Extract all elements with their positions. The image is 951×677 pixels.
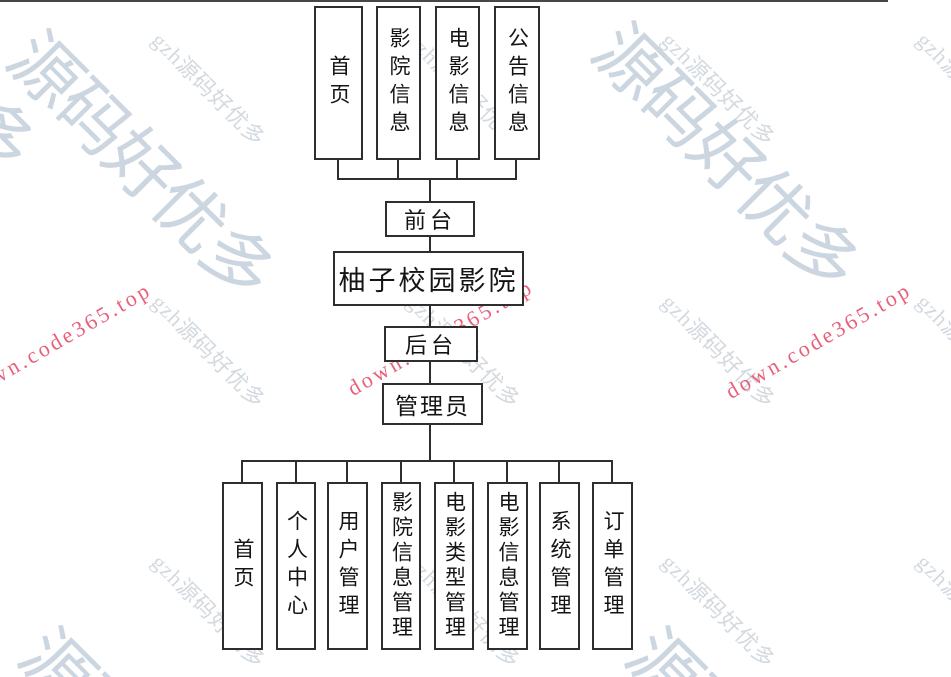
node-admin-order-mgmt: 订单管理 [592, 482, 633, 650]
connector-line [337, 178, 517, 180]
watermark-small: gzh源码好优多 [911, 27, 951, 152]
connector-line [241, 460, 243, 482]
node-front-movie-info: 电影信息 [435, 6, 480, 160]
connector-line [241, 460, 613, 462]
connector-line [506, 460, 508, 482]
connector-line [453, 460, 455, 482]
watermark-small: gzh源码好优多 [656, 549, 781, 674]
watermark-small: gzh源码好优多 [146, 27, 271, 152]
watermark-url: down.code365.top [721, 276, 916, 404]
node-admin-cinema-info-mgmt: 影院信息管理 [381, 482, 421, 650]
connector-line [397, 160, 399, 180]
connector-line [429, 180, 431, 201]
node-front-cinema-info: 影院信息 [376, 6, 421, 160]
node-backend: 后台 [384, 326, 478, 362]
connector-line [558, 460, 560, 482]
connector-line [429, 237, 431, 251]
node-admin-home: 首页 [222, 482, 263, 650]
watermark-large: 源码好优多 [608, 603, 920, 677]
watermark-large: 源码好优多 [577, 11, 872, 307]
connector-line [295, 460, 297, 482]
connector-line [611, 460, 613, 482]
node-admin-user-mgmt: 用户管理 [327, 482, 368, 650]
connector-line [337, 160, 339, 180]
connector-line [515, 160, 517, 180]
watermark-large: 源码好优多 [0, 19, 287, 315]
node-front-home: 首页 [314, 6, 363, 160]
watermark-small: gzh源码好优多 [911, 549, 951, 674]
connector-line [429, 306, 431, 326]
node-admin-movie-type-mgmt: 电影类型管理 [434, 482, 474, 650]
watermark-small: gzh源码好优多 [656, 289, 781, 414]
node-system-root: 柚子校园影院 [333, 251, 524, 306]
watermark-small: gzh源码好优多 [911, 289, 951, 414]
node-admin-personal-center: 个人中心 [276, 482, 316, 650]
connector-line [429, 362, 431, 383]
node-front-notice-info: 公告信息 [494, 6, 540, 160]
node-administrator: 管理员 [382, 383, 483, 425]
connector-line [400, 460, 402, 482]
watermark-small: gzh源码好优多 [146, 289, 271, 414]
node-frontend: 前台 [385, 201, 475, 237]
watermark-small: gzh源码好优多 [656, 27, 781, 152]
connector-line [346, 460, 348, 482]
connector-line [456, 160, 458, 180]
connector-line [429, 425, 431, 461]
node-admin-system-mgmt: 系统管理 [539, 482, 580, 650]
top-border-line [0, 0, 888, 2]
node-admin-movie-info-mgmt: 电影信息管理 [487, 482, 528, 650]
watermark-url: down.code365.top [0, 276, 156, 404]
watermark-large: 源码好优多 [1, 603, 313, 677]
watermark-large: 源码好优多 [0, 0, 47, 187]
